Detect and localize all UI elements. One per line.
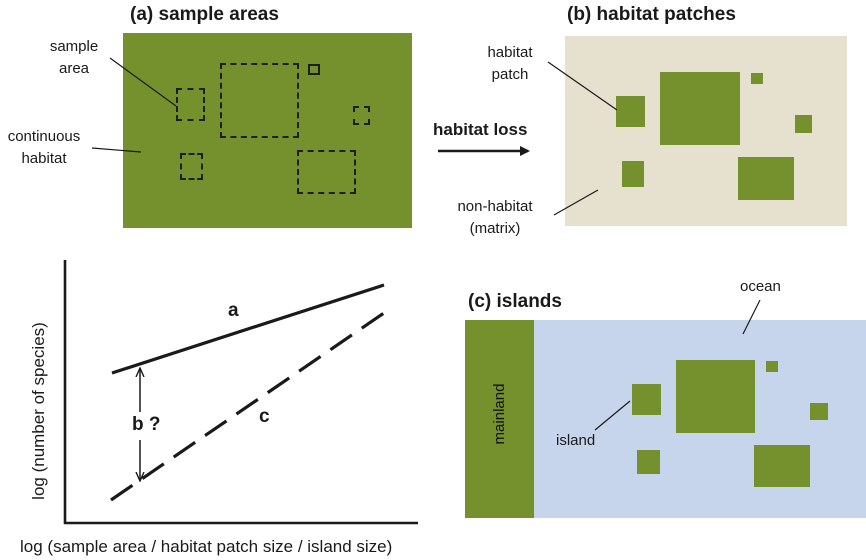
habitat-patch bbox=[738, 157, 794, 200]
habitat-patch bbox=[795, 115, 812, 133]
sample-area-label-line1: sample bbox=[49, 38, 99, 55]
habitat-patch bbox=[622, 161, 644, 187]
continuous-habitat-label-line1: continuous bbox=[7, 128, 81, 145]
line-a bbox=[111, 283, 385, 375]
sample-area-box bbox=[297, 150, 356, 194]
continuous-habitat-leader bbox=[91, 147, 142, 153]
sample-area-label-line2: area bbox=[58, 60, 90, 77]
non-habitat-leader bbox=[553, 189, 599, 216]
sample-area-box bbox=[220, 63, 299, 138]
sample-area-label: sample area bbox=[34, 36, 114, 80]
ocean-label: ocean bbox=[740, 278, 781, 295]
line-c bbox=[110, 311, 385, 502]
sample-area-box bbox=[176, 88, 205, 121]
island-leader bbox=[594, 400, 631, 431]
non-habitat-label-line1: non-habitat bbox=[457, 198, 533, 215]
island-square bbox=[632, 384, 661, 415]
panel-c-title: (c) islands bbox=[468, 291, 562, 312]
habitat-loss-label: habitat loss bbox=[433, 120, 528, 139]
mainland bbox=[465, 320, 534, 518]
island-label: island bbox=[556, 432, 596, 449]
panel-a-title: (a) sample areas bbox=[130, 4, 279, 25]
continuous-habitat-label-line2: habitat bbox=[21, 150, 67, 167]
line-a-label: a bbox=[228, 300, 239, 321]
island-square bbox=[676, 360, 755, 433]
island-square bbox=[810, 403, 828, 420]
island-square bbox=[754, 445, 810, 487]
continuous-habitat-label: continuous habitat bbox=[0, 126, 88, 170]
ocean-area bbox=[465, 320, 866, 518]
habitat-patch-label-line2: patch bbox=[491, 66, 529, 83]
matrix-area bbox=[565, 36, 847, 226]
sample-area-box bbox=[353, 106, 370, 125]
habitat-patch bbox=[660, 72, 740, 145]
non-habitat-label: non-habitat (matrix) bbox=[440, 196, 550, 240]
line-c-label: c bbox=[259, 406, 270, 427]
ocean-leader bbox=[742, 299, 761, 335]
habitat-patch-label: habitat patch bbox=[470, 42, 550, 86]
habitat-patch bbox=[751, 73, 763, 84]
non-habitat-label-line2: (matrix) bbox=[469, 220, 521, 237]
sample-area-leader bbox=[109, 57, 177, 107]
sample-area-box bbox=[308, 64, 320, 75]
habitat-patch-leader bbox=[547, 61, 618, 111]
panel-b-title: (b) habitat patches bbox=[567, 4, 736, 25]
island-square bbox=[766, 361, 778, 372]
gap-b-label: b ? bbox=[130, 414, 163, 436]
habitat-patch bbox=[616, 96, 645, 127]
continuous-habitat-area bbox=[123, 33, 412, 228]
sample-area-box bbox=[180, 153, 203, 180]
habitat-patch-label-line1: habitat bbox=[487, 44, 533, 61]
x-axis-label: log (sample area / habitat patch size / … bbox=[20, 537, 393, 556]
island-square bbox=[637, 450, 660, 474]
